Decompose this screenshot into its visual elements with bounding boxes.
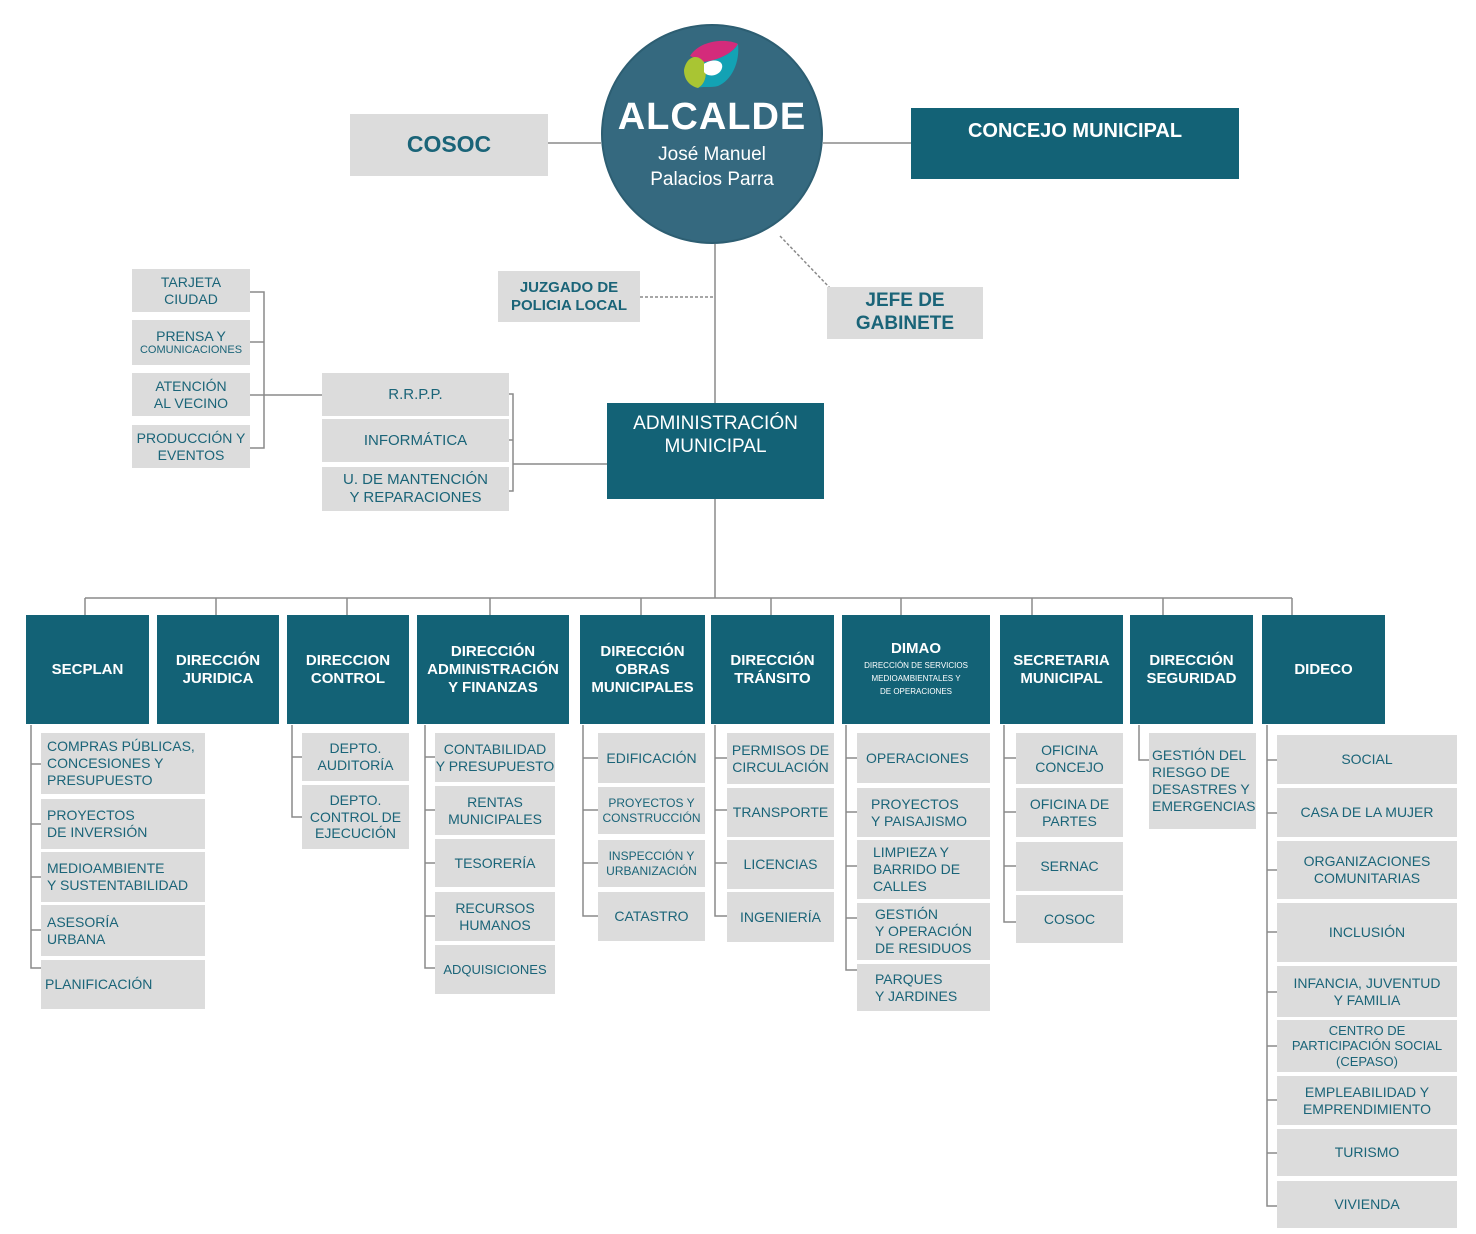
dimao-proyectos[interactable]: PROYECTOS Y PAISAJISMO [857,788,990,837]
dimao-title: DIMAO [891,640,941,658]
dept-obras[interactable]: DIRECCIÓN OBRAS MUNICIPALES [580,615,705,724]
obras-inspeccion[interactable]: INSPECCIÓN Y URBANIZACIÓN [598,840,705,887]
tarjeta-ciudad-node[interactable]: TARJETA CIUDAD [132,269,250,312]
obras-catastro[interactable]: CATASTRO [598,892,705,941]
transito-transporte[interactable]: TRANSPORTE [727,788,834,837]
obras-edificacion[interactable]: EDIFICACIÓN [598,733,705,783]
dimao-limpieza[interactable]: LIMPIEZA Y BARRIDO DE CALLES [857,840,990,899]
dideco-social[interactable]: SOCIAL [1277,735,1457,784]
dept-juridica[interactable]: DIRECCIÓN JURIDICA [157,615,279,724]
transito-permisos[interactable]: PERMISOS DE CIRCULACIÓN [727,733,834,784]
secplan-asesoria[interactable]: ASESORÍA URBANA [41,905,205,956]
comunicaciones-label: COMUNICACIONES [139,344,243,357]
secplan-proyectos[interactable]: PROYECTOS DE INVERSIÓN [41,799,205,849]
dideco-turismo[interactable]: TURISMO [1277,1129,1457,1176]
secretaria-oficina-partes[interactable]: OFICINA DE PARTES [1016,788,1123,837]
dideco-empleabilidad[interactable]: EMPLEABILIDAD Y EMPRENDIMIENTO [1277,1076,1457,1125]
administracion-municipal-node[interactable]: ADMINISTRACIÓN MUNICIPAL [607,403,824,499]
dimao-subtitle: DIRECCIÓN DE SERVICIOS MEDIOAMBIENTALES … [864,661,968,697]
finanzas-rentas[interactable]: RENTAS MUNICIPALES [435,786,555,835]
dept-secretaria[interactable]: SECRETARIA MUNICIPAL [1000,615,1123,724]
jefe-gabinete-node[interactable]: JEFE DE GABINETE [827,287,983,339]
transito-ingenieria[interactable]: INGENIERÍA [727,892,834,942]
secretaria-sernac[interactable]: SERNAC [1016,842,1123,891]
secplan-planificacion[interactable]: PLANIFICACIÓN [41,960,205,1009]
finanzas-rrhh[interactable]: RECURSOS HUMANOS [435,892,555,941]
secplan-compras[interactable]: COMPRAS PÚBLICAS, CONCESIONES Y PRESUPUE… [41,733,205,794]
prensa-label: PRENSA Y [156,328,226,345]
secretaria-cosoc[interactable]: COSOC [1016,895,1123,943]
finanzas-contabilidad[interactable]: CONTABILIDAD Y PRESUPUESTO [435,733,555,782]
transito-licencias[interactable]: LICENCIAS [727,840,834,889]
control-auditoria[interactable]: DEPTO. AUDITORÍA [302,733,409,781]
control-ejecucion[interactable]: DEPTO. CONTROL DE EJECUCIÓN [302,785,409,849]
dept-secplan[interactable]: SECPLAN [26,615,149,724]
secplan-medioambiente[interactable]: MEDIOAMBIENTE Y SUSTENTABILIDAD [41,852,205,902]
dideco-inclusion[interactable]: INCLUSIÓN [1277,903,1457,962]
dideco-infancia[interactable]: INFANCIA, JUVENTUD Y FAMILIA [1277,966,1457,1017]
prensa-node[interactable]: PRENSA Y COMUNICACIONES [132,320,250,365]
cosoc-node[interactable]: COSOC [350,114,548,176]
secretaria-oficina-concejo[interactable]: OFICINA CONCEJO [1016,733,1123,784]
dept-dideco[interactable]: DIDECO [1262,615,1385,724]
dideco-organizaciones[interactable]: ORGANIZACIONES COMUNITARIAS [1277,841,1457,899]
mayor-title: ALCALDE [617,96,807,138]
dideco-casa-mujer[interactable]: CASA DE LA MUJER [1277,788,1457,837]
rrpp-node[interactable]: R.R.P.P. [322,373,509,416]
atencion-vecino-node[interactable]: ATENCIÓN AL VECINO [132,373,250,416]
mayor-node[interactable]: ALCALDE José Manuel Palacios Parra [601,24,823,244]
dept-transito[interactable]: DIRECCIÓN TRÁNSITO [711,615,834,724]
dideco-cepaso[interactable]: CENTRO DE PARTICIPACIÓN SOCIAL (CEPASO) [1277,1020,1457,1072]
finanzas-tesoreria[interactable]: TESORERÍA [435,839,555,887]
dideco-vivienda[interactable]: VIVIENDA [1277,1181,1457,1228]
dept-control[interactable]: DIRECCION CONTROL [287,615,409,724]
informatica-node[interactable]: INFORMÁTICA [322,419,509,462]
dimao-gestion[interactable]: GESTIÓN Y OPERACIÓN DE RESIDUOS [857,903,990,960]
seguridad-gestion-riesgo[interactable]: GESTIÓN DEL RIESGO DE DESASTRES Y EMERGE… [1149,733,1256,829]
dept-dimao[interactable]: DIMAO DIRECCIÓN DE SERVICIOS MEDIOAMBIEN… [842,615,990,724]
municipal-logo-icon [684,40,739,88]
juzgado-node[interactable]: JUZGADO DE POLICIA LOCAL [498,271,640,322]
finanzas-adquisiciones[interactable]: ADQUISICIONES [435,945,555,994]
produccion-eventos-node[interactable]: PRODUCCIÓN Y EVENTOS [132,425,250,468]
mantencion-node[interactable]: U. DE MANTENCIÓN Y REPARACIONES [322,467,509,511]
obras-proyectos[interactable]: PROYECTOS Y CONSTRUCCIÓN [598,787,705,834]
dimao-operaciones[interactable]: OPERACIONES [857,733,990,783]
dimao-parques[interactable]: PARQUES Y JARDINES [857,964,990,1011]
mayor-name: José Manuel Palacios Parra [650,144,774,190]
dept-finanzas[interactable]: DIRECCIÓN ADMINISTRACIÓN Y FINANZAS [417,615,569,724]
concejo-municipal-node[interactable]: CONCEJO MUNICIPAL [911,108,1239,179]
dept-seguridad[interactable]: DIRECCIÓN SEGURIDAD [1130,615,1253,724]
